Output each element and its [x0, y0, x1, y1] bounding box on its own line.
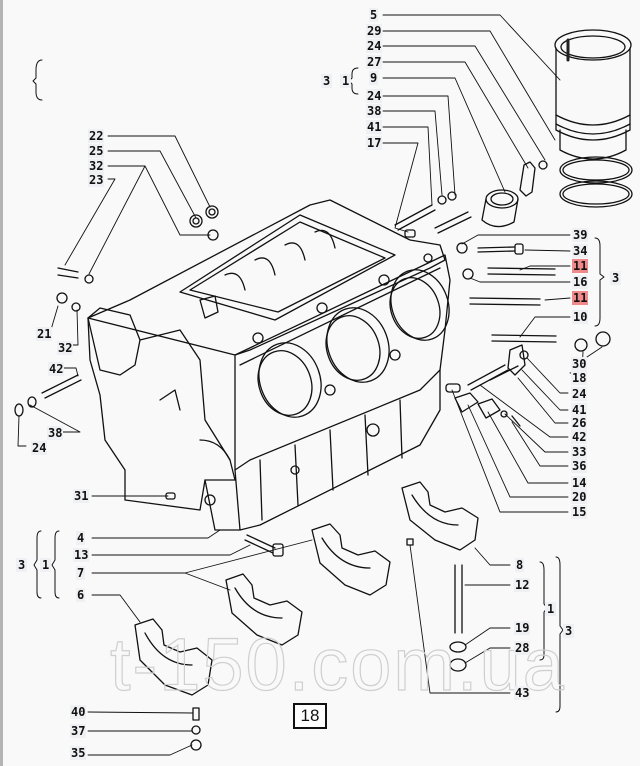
callout-25[interactable]: 25: [88, 144, 105, 158]
callout-14[interactable]: 14: [571, 476, 588, 490]
callout-16[interactable]: 16: [572, 275, 589, 289]
callout-21[interactable]: 21: [36, 327, 53, 341]
bolts-right: [445, 242, 611, 427]
callout-20[interactable]: 20: [571, 490, 588, 504]
callout-23[interactable]: 23: [88, 173, 105, 187]
callout-38[interactable]: 38: [366, 104, 383, 118]
group-label-1: 1: [40, 558, 52, 572]
callout-8[interactable]: 8: [515, 558, 525, 572]
callout-34[interactable]: 34: [572, 244, 589, 258]
callout-42[interactable]: 42: [571, 430, 588, 444]
group-label-3: 3: [16, 558, 28, 572]
callout-10[interactable]: 10: [572, 310, 589, 324]
callout-6[interactable]: 6: [76, 588, 86, 602]
group-label-1: 1: [340, 74, 352, 88]
main-bearing-cap-4: [134, 618, 213, 696]
group-label-1: 1: [545, 602, 557, 616]
callout-9[interactable]: 9: [369, 71, 379, 85]
callout-18[interactable]: 18: [571, 371, 588, 385]
engine-block: [87, 199, 451, 531]
main-bearing-cap-2: [311, 523, 391, 596]
callout-24[interactable]: 24: [366, 89, 383, 103]
callout-32[interactable]: 32: [88, 159, 105, 173]
callout-39[interactable]: 39: [572, 228, 589, 242]
callout-5[interactable]: 5: [369, 8, 379, 22]
callout-32[interactable]: 32: [57, 341, 74, 355]
main-bearing-cap-3: [225, 573, 303, 646]
callout-27[interactable]: 27: [366, 55, 383, 69]
clamp-plate: [519, 161, 536, 197]
callout-22[interactable]: 22: [88, 129, 105, 143]
figure-number-badge: 18: [293, 703, 327, 729]
callout-19[interactable]: 19: [514, 621, 531, 635]
main-bearing-cap-1: [401, 481, 479, 551]
dowel: [406, 538, 414, 546]
callout-28[interactable]: 28: [514, 641, 531, 655]
studs-upper: [394, 191, 472, 238]
cap-bolt: [244, 534, 276, 554]
callout-38[interactable]: 38: [47, 426, 64, 440]
callout-15[interactable]: 15: [571, 505, 588, 519]
callout-17[interactable]: 17: [366, 136, 383, 150]
callout-37[interactable]: 37: [70, 724, 87, 738]
callout-13[interactable]: 13: [73, 548, 90, 562]
callout-12[interactable]: 12: [514, 578, 531, 592]
callout-41[interactable]: 41: [571, 403, 588, 417]
bushing: [481, 189, 519, 228]
callout-7[interactable]: 7: [76, 566, 86, 580]
group-braces: [32, 59, 605, 713]
callout-4[interactable]: 4: [76, 531, 86, 545]
pin: [192, 707, 200, 721]
callout-29[interactable]: 29: [366, 24, 383, 38]
callout-42[interactable]: 42: [48, 362, 65, 376]
callout-43[interactable]: 43: [514, 686, 531, 700]
cylinder-liner: [554, 29, 632, 160]
callout-24[interactable]: 24: [571, 387, 588, 401]
callout-33[interactable]: 33: [571, 445, 588, 459]
group-label-3: 3: [610, 271, 622, 285]
callout-24[interactable]: 24: [366, 39, 383, 53]
group-label-3: 3: [563, 624, 575, 638]
nut: [538, 160, 548, 170]
leader-lines: [17, 14, 603, 756]
plugs-top-left: [56, 205, 219, 312]
callout-30[interactable]: 30: [571, 357, 588, 371]
studs-left: [14, 374, 176, 500]
cap-stud: [454, 564, 463, 634]
callout-26[interactable]: 26: [571, 416, 588, 430]
group-label-3: 3: [321, 74, 333, 88]
callout-24[interactable]: 24: [31, 441, 48, 455]
callout-31[interactable]: 31: [73, 489, 90, 503]
callout-36[interactable]: 36: [571, 459, 588, 473]
callout-35[interactable]: 35: [70, 746, 87, 760]
frame-border: [0, 0, 3, 766]
liner-seal-rings: [559, 156, 633, 208]
callout-41[interactable]: 41: [366, 120, 383, 134]
callout-11-highlighted[interactable]: 11: [572, 259, 589, 273]
callout-11-highlighted[interactable]: 11: [572, 291, 589, 305]
callout-40[interactable]: 40: [70, 705, 87, 719]
